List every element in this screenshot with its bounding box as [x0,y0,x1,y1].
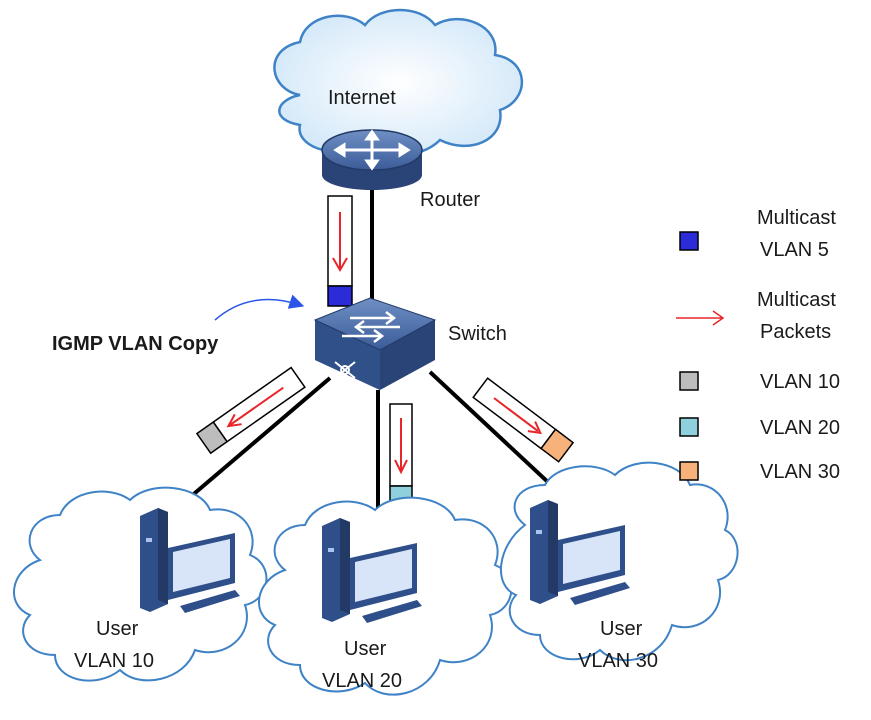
pc-icon-vlan20 [322,518,422,623]
multicast-packet-vlan5 [327,195,353,307]
feature-label: IGMP VLAN Copy [52,333,219,355]
legend-label-multicast-packets-line2: Packets [760,321,831,343]
legend-arrow-icon [676,310,725,326]
legend-swatch-vlan20 [679,417,699,437]
legend: Multicast VLAN 5 Multicast Packets VLAN … [676,207,840,483]
user-label-vlan10-line2: VLAN 10 [74,650,154,672]
user-label-vlan20-line2: VLAN 20 [322,670,402,692]
legend-label-multicast-vlan5-line2: VLAN 5 [760,239,829,261]
legend-swatch-vlan10 [679,371,699,391]
legend-label-multicast-vlan5-line1: Multicast [757,207,836,229]
user-label-vlan20-line1: User [344,638,387,660]
legend-label-vlan20: VLAN 20 [760,417,840,439]
legend-label-vlan30: VLAN 30 [760,461,840,483]
legend-swatch-vlan30 [679,461,699,481]
multicast-packet-vlan30 [472,377,575,463]
internet-label: Internet [328,87,396,109]
multicast-packet-vlan20 [389,403,413,509]
user-label-vlan10-line1: User [96,618,139,640]
pc-icon-vlan10 [140,508,240,613]
router-icon [321,129,423,190]
link-switch-vlan30 [428,370,567,500]
switch-label: Switch [448,323,507,345]
pc-icon-vlan30 [530,500,630,605]
legend-label-vlan10: VLAN 10 [760,371,840,393]
legend-swatch-multicast-vlan5 [679,231,699,251]
user-label-vlan30-line1: User [600,618,643,640]
multicast-packet-vlan10 [195,366,306,455]
link-switch-vlan10 [173,376,332,512]
switch-icon [313,297,437,390]
curved-arrow [214,294,305,321]
router-label: Router [420,189,480,211]
user-label-vlan30-line2: VLAN 30 [578,650,658,672]
legend-label-multicast-packets-line1: Multicast [757,289,836,311]
